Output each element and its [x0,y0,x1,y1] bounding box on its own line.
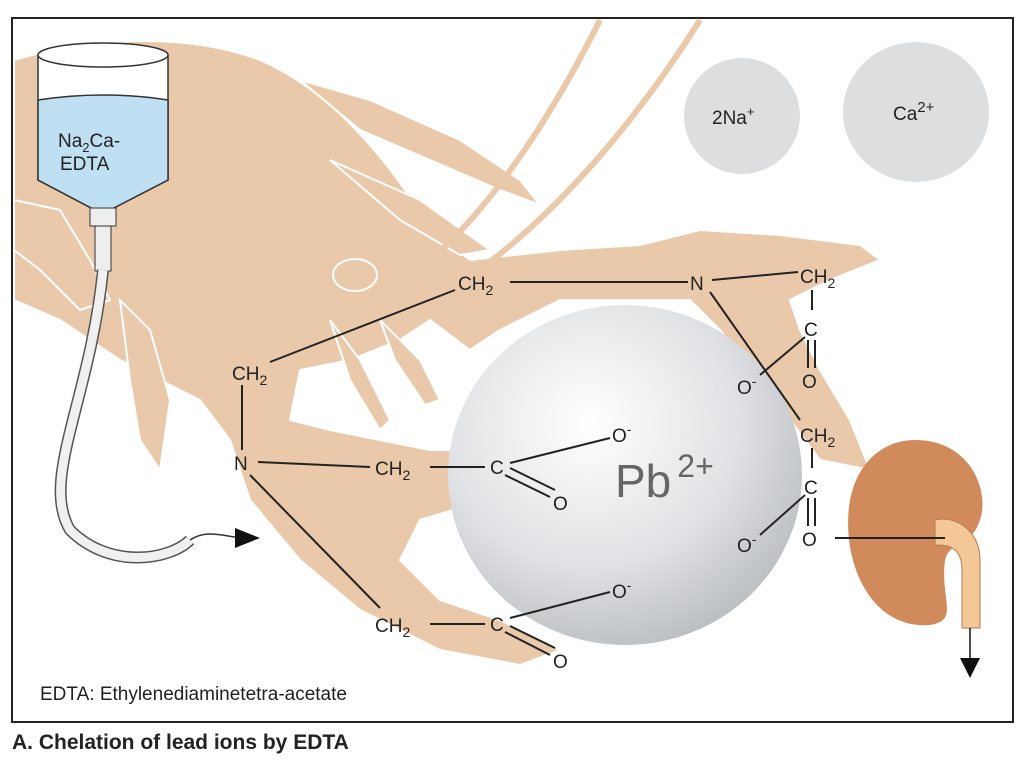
antenna [448,18,703,293]
sodium-ion-label: 2Na+ [712,104,754,129]
oxygen-atom: O [802,530,817,551]
ch2-group: CH2 [375,616,410,640]
edta-molecule: CH2 N CH2 C O O- CH2 C O O- CH2 N CH2 C … [232,267,835,673]
calcium-ion [843,42,989,182]
carboxylate-oxygen: O- [737,531,757,557]
carbon-atom: C [490,615,504,636]
iv-bottle [37,42,260,564]
ch2-group: CH2 [232,364,267,388]
figure-caption: A. Chelation of lead ions by EDTA [12,731,349,754]
ch2-group: CH2 [800,267,835,291]
carboxylate-oxygen: O- [737,373,757,399]
crayfish-illustration [13,40,883,667]
oxygen-atom: O [802,372,817,393]
carbon-atom: C [490,458,504,479]
lead-ion [448,305,802,645]
nitrogen-atom: N [234,454,248,475]
carbon-atom: C [804,478,818,499]
carboxylate-oxygen: O- [612,577,632,603]
oxygen-atom: O [553,494,568,515]
infusion-arrow-icon [235,528,260,548]
bottle-label-line2: EDTA [60,154,110,175]
sodium-ion [684,58,800,174]
edta-footnote: EDTA: Ethylenediaminetetra-acetate [40,684,347,705]
ch2-group: CH2 [800,426,835,450]
nitrogen-atom: N [690,274,704,295]
oxygen-atom: O [553,652,568,673]
bottle-label-line1: Na2Ca- [58,131,120,155]
ch2-group: CH2 [458,274,493,298]
excretion-arrow-icon [960,658,980,678]
antenna [428,18,603,263]
kidney-icon [848,440,983,678]
carbon-atom: C [804,320,818,341]
molecule-bonds [241,271,945,656]
ch2-group: CH2 [375,459,410,483]
carboxylate-oxygen: O- [612,421,632,447]
calcium-ion-label: Ca2+ [893,99,935,125]
